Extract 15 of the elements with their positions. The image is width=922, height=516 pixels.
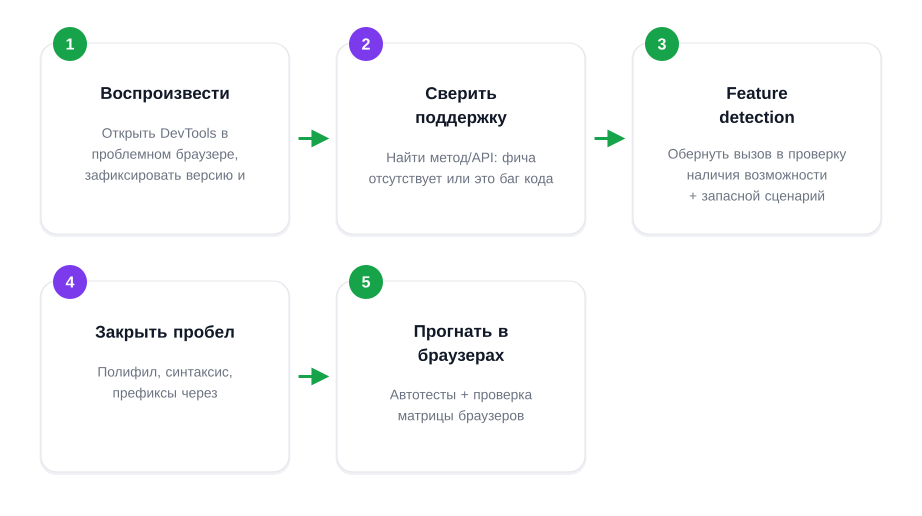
step-badge: 5 [349,264,383,299]
step-badge: 1 [53,27,87,61]
card-description: Обернуть вызов в проверку наличия возможности + запасной сценарий [668,148,846,204]
card-title: Прогнать в браузерах [414,325,508,364]
card-description: Открыть DevTools в проблемном браузере, зафиксировать версию и [85,128,244,183]
step-badge: 2 [349,27,383,61]
card-title: Закрыть пробел [96,325,234,342]
card-title: Сверить поддержку [416,87,507,127]
card-title: Воспроизвести [101,87,229,102]
step-badge: 3 [645,27,679,61]
card-description: Полифил, синтаксис, префиксы через [98,366,232,400]
step-badge: 4 [53,264,87,299]
card-title: Feature detection [720,87,794,124]
card-description: Автотесты + проверка матрицы браузеров [390,390,532,424]
card-description: Найти метод/API: фича отсутствует или это баг кода [369,152,554,186]
